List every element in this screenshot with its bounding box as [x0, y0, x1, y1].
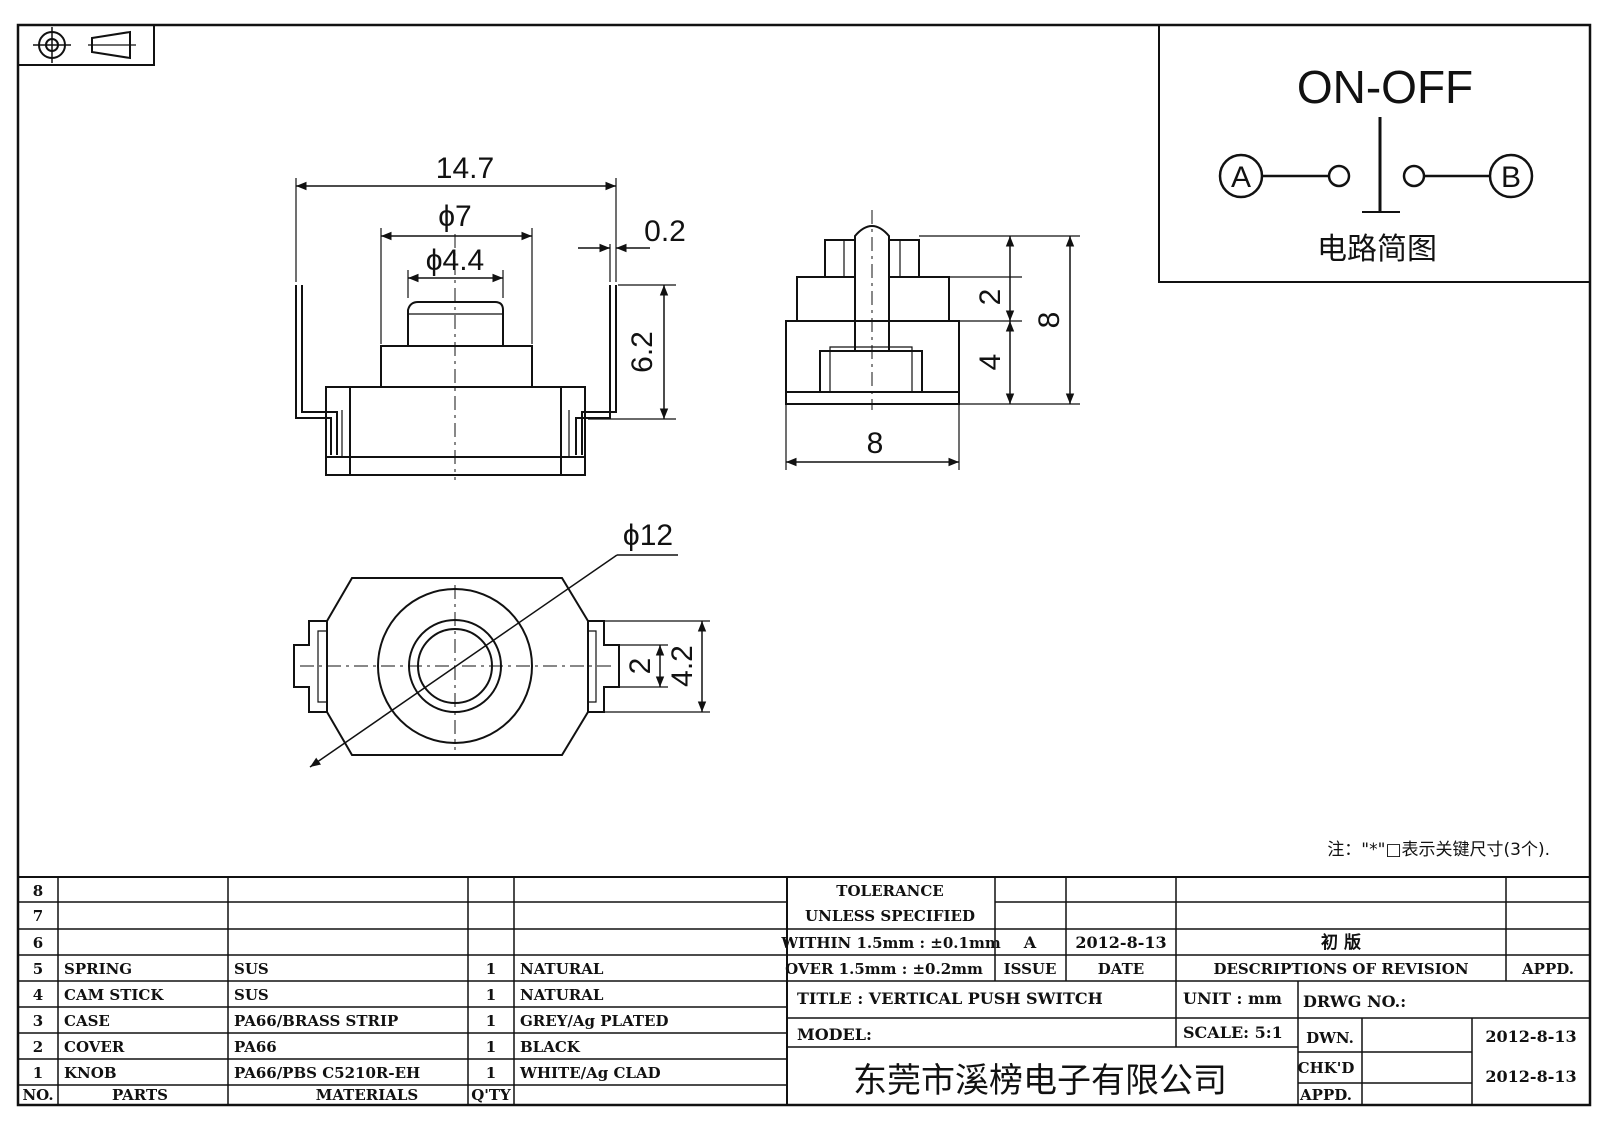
- side-dim-2: 2: [974, 289, 1007, 306]
- appd-rev-label: APPD.: [1521, 960, 1574, 978]
- revision-issue: A: [1023, 933, 1037, 952]
- parts-row-finish: BLACK: [520, 1038, 581, 1056]
- front-view: [295, 178, 676, 480]
- company-name: 东莞市溪榜电子有限公司: [853, 1061, 1227, 1101]
- top-dim-diameter: ϕ12: [623, 519, 673, 552]
- parts-row-part: CASE: [64, 1012, 110, 1030]
- parts-row-qty: 1: [486, 960, 496, 978]
- dim-cover-diameter: ϕ7: [438, 200, 472, 233]
- chkd-label: CHK'D: [1298, 1059, 1355, 1077]
- dim-gap: 0.2: [644, 215, 686, 248]
- issue-label: ISSUE: [1004, 960, 1057, 978]
- header-qty: Q'TY: [471, 1086, 511, 1104]
- tolerance-line4: OVER 1.5mm : ±0.2mm: [785, 960, 983, 978]
- parts-row-finish: WHITE/Ag CLAD: [519, 1064, 661, 1082]
- drawing-title: TITLE : VERTICAL PUSH SWITCH: [797, 989, 1103, 1008]
- unit-label: UNIT : mm: [1183, 989, 1282, 1008]
- tolerance-line3: WITHIN 1.5mm : ±0.1mm: [780, 934, 1001, 952]
- dwn-date: 2012-8-13: [1485, 1027, 1576, 1046]
- circuit-title: ON-OFF: [1297, 61, 1473, 113]
- circuit-caption: 电路简图: [1317, 232, 1437, 267]
- side-dim-4: 4: [974, 354, 1007, 371]
- terminal-a-label: A: [1231, 161, 1251, 194]
- parts-row-finish: NATURAL: [520, 986, 604, 1004]
- parts-row-no: 4: [33, 986, 43, 1004]
- top-view: [293, 554, 710, 768]
- dim-width-total: 14.7: [436, 152, 494, 185]
- side-dim-width: 8: [867, 427, 884, 460]
- parts-row-material: SUS: [234, 960, 269, 978]
- chkd-date: 2012-8-13: [1485, 1067, 1576, 1086]
- parts-row-qty: 1: [486, 1012, 496, 1030]
- parts-row-part: CAM STICK: [64, 986, 164, 1004]
- contact-right-icon: [1402, 164, 1426, 188]
- header-parts: PARTS: [112, 1086, 168, 1104]
- parts-row-material: PA66: [234, 1038, 277, 1056]
- parts-row-part: COVER: [64, 1038, 125, 1056]
- parts-row-no: 1: [33, 1064, 43, 1082]
- tolerance-line1: TOLERANCE: [836, 882, 943, 900]
- parts-row-part: SPRING: [64, 960, 132, 978]
- side-dim-height: 8: [1033, 312, 1066, 329]
- parts-row-material: SUS: [234, 986, 269, 1004]
- sheet-border: [16, 23, 1592, 1107]
- parts-row-finish: GREY/Ag PLATED: [520, 1012, 669, 1030]
- contact-left-icon: [1327, 164, 1351, 188]
- key-dimension-note: 注："*"□表示关键尺寸(3个).: [1327, 840, 1550, 860]
- parts-row-no: 3: [33, 1012, 43, 1030]
- parts-row-qty: 1: [486, 1064, 496, 1082]
- parts-row-no: 5: [33, 960, 43, 978]
- projection-cone-icon: [91, 30, 131, 60]
- title-block-grid: [18, 876, 1590, 1105]
- desc-label: DESCRIPTIONS OF REVISION: [1213, 960, 1468, 978]
- dim-knob-diameter: ϕ4.4: [426, 244, 485, 277]
- dwn-label: DWN.: [1306, 1029, 1354, 1047]
- circuit-diagram: ON-OFF A B 电路简图: [1158, 24, 1591, 283]
- header-materials: MATERIALS: [316, 1086, 419, 1104]
- header-no: NO.: [22, 1086, 53, 1104]
- revision-description: 初 版: [1321, 932, 1361, 953]
- parts-row-finish: NATURAL: [520, 960, 604, 978]
- projection-symbol: [17, 24, 155, 66]
- side-view: [785, 210, 1080, 470]
- date-label: DATE: [1098, 960, 1144, 978]
- appd-label: APPD.: [1299, 1086, 1352, 1104]
- parts-row-no: 2: [33, 1038, 43, 1056]
- terminal-b-icon: [1488, 153, 1534, 199]
- parts-row-no: 6: [33, 934, 43, 952]
- top-dim-2: 2: [624, 658, 657, 675]
- top-dim-4-2: 4.2: [666, 645, 699, 687]
- parts-row-part: KNOB: [64, 1064, 117, 1082]
- model-label: MODEL:: [797, 1025, 872, 1044]
- terminal-b-label: B: [1501, 161, 1521, 194]
- revision-date: 2012-8-13: [1075, 933, 1166, 952]
- parts-row-qty: 1: [486, 1038, 496, 1056]
- dim-height: 6.2: [626, 331, 659, 373]
- scale-label: SCALE: 5:1: [1183, 1023, 1283, 1042]
- parts-row-no: 8: [33, 882, 43, 900]
- parts-row-material: PA66/BRASS STRIP: [234, 1012, 398, 1030]
- tolerance-line2: UNLESS SPECIFIED: [805, 907, 975, 925]
- drwg-no-label: DRWG NO.:: [1303, 992, 1406, 1011]
- parts-row-qty: 1: [486, 986, 496, 1004]
- parts-row-no: 7: [33, 907, 43, 925]
- parts-row-material: PA66/PBS C5210R-EH: [234, 1064, 420, 1082]
